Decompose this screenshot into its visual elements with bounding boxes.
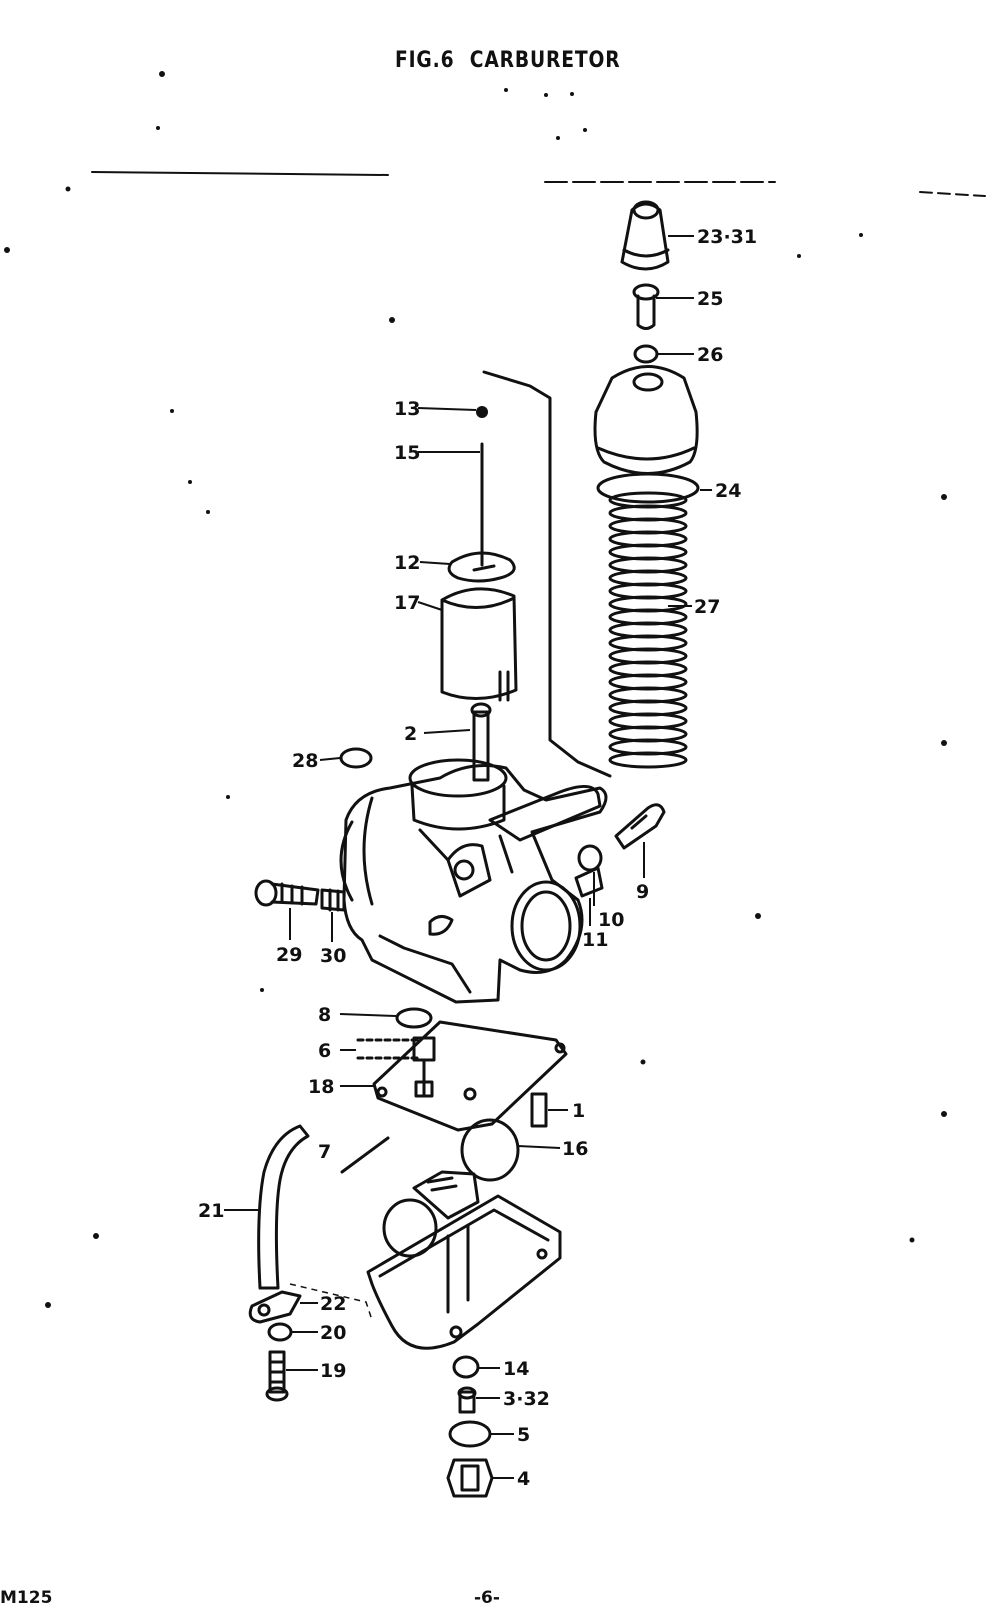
callout-27: 27 (694, 596, 720, 618)
idle-screw-part (254, 879, 320, 907)
leader-lines (224, 235, 712, 1479)
needle-clip-part (447, 551, 516, 583)
header-rule-far-right (919, 191, 986, 197)
throttle-spring-part (608, 491, 688, 769)
throttle-valve-part (440, 587, 518, 702)
page-number: -6- (474, 1588, 500, 1608)
callout-25: 25 (697, 288, 723, 310)
screw-part-25 (632, 283, 660, 330)
carburetor-body-part (339, 758, 608, 1004)
callout-7: 7 (318, 1141, 331, 1163)
drain-jet-part (457, 1386, 477, 1414)
air-screw-part (614, 803, 666, 850)
callout-22: 22 (320, 1293, 346, 1315)
callout-15: 15 (394, 442, 420, 464)
callout-29: 29 (276, 944, 302, 966)
callout-30: 30 (320, 945, 346, 967)
callout-13: 13 (394, 398, 420, 420)
callout-8: 8 (318, 1004, 331, 1026)
cable-path (482, 370, 612, 778)
chamber-screw-part (265, 1350, 289, 1402)
main-jet-part (356, 1036, 436, 1098)
callout-19: 19 (320, 1360, 346, 1382)
o-ring-part-8 (395, 1007, 433, 1029)
nut-part-26 (633, 344, 659, 364)
idle-spring-part (320, 888, 346, 912)
jet-needle-part (470, 702, 492, 782)
callout-4: 4 (517, 1468, 530, 1490)
washer-part-10 (577, 844, 603, 872)
overflow-hose-part (257, 1124, 310, 1290)
chamber-top-part (593, 365, 700, 504)
header-rule-left (91, 171, 389, 176)
figure-title: FIG.6 CARBURETOR (395, 48, 636, 73)
callout-26: 26 (697, 344, 723, 366)
gasket-part-14 (452, 1355, 480, 1379)
spring-coil (608, 751, 688, 769)
callout-labels: 23·31 25 26 24 27 13 15 12 17 2 28 9 10 … (198, 226, 757, 1490)
callout-18: 18 (308, 1076, 334, 1098)
callout-6: 6 (318, 1040, 331, 1062)
callout-21: 21 (198, 1200, 224, 1222)
screw-part-11 (574, 866, 604, 898)
float-chamber-gasket-part (372, 1020, 568, 1132)
callout-3-32: 3·32 (503, 1388, 550, 1410)
float-part (382, 1118, 520, 1258)
needle-part (476, 406, 488, 567)
lock-washer-part (267, 1322, 293, 1342)
o-ring-part (339, 747, 373, 769)
callout-9: 9 (636, 881, 649, 903)
float-pin-part (340, 1136, 390, 1174)
float-needle-part (530, 1092, 548, 1128)
callout-10: 10 (598, 909, 624, 931)
figure-name: CARBURETOR (469, 48, 621, 73)
top-cap-part (620, 200, 670, 271)
callout-11: 11 (582, 929, 608, 951)
callout-1: 1 (572, 1100, 585, 1122)
callout-24: 24 (715, 480, 741, 502)
callout-12: 12 (394, 552, 420, 574)
float-chamber-part (366, 1194, 562, 1350)
callout-28: 28 (292, 750, 318, 772)
scan-specks (4, 71, 947, 1308)
callout-20: 20 (320, 1322, 346, 1344)
callout-23-31: 23·31 (697, 226, 757, 248)
callout-5: 5 (517, 1424, 530, 1446)
washer-part-5 (448, 1420, 492, 1448)
hose-clamp-part (248, 1283, 373, 1324)
choke-lever-part (488, 785, 602, 842)
callout-2: 2 (404, 723, 417, 745)
callout-16: 16 (562, 1138, 588, 1160)
model-code: M125 (0, 1588, 53, 1608)
callout-14: 14 (503, 1358, 529, 1380)
drain-plug-part (446, 1458, 494, 1498)
figure-number: FIG.6 (395, 48, 455, 73)
callout-17: 17 (394, 592, 420, 614)
